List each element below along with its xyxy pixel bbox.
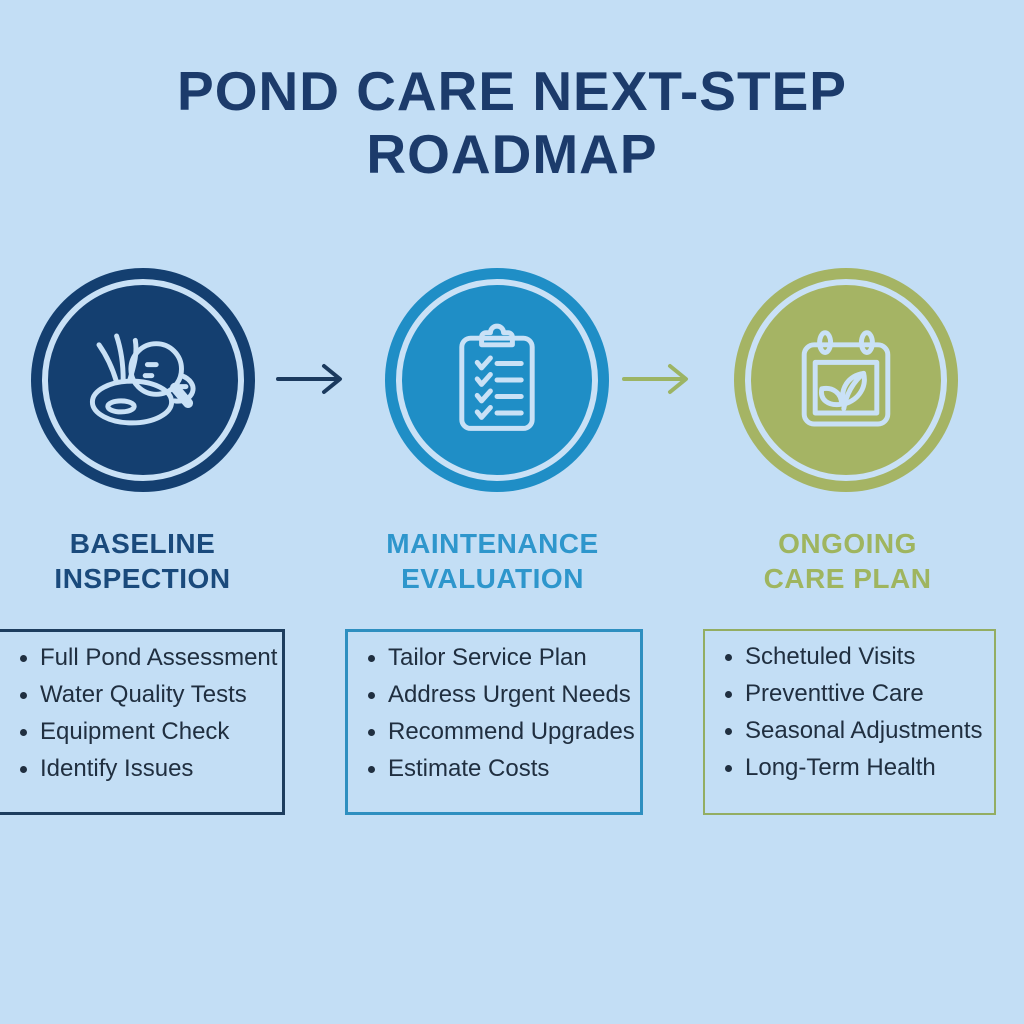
list-item: Equipment Check — [40, 720, 274, 744]
list-item: Water Quality Tests — [40, 683, 274, 707]
list-item: Tailor Service Plan — [388, 646, 632, 670]
arrow-right-icon — [622, 364, 688, 394]
list-item: Full Pond Assessment — [40, 646, 277, 670]
clipboard-checklist-icon — [459, 323, 535, 431]
circle-inner-ring — [396, 279, 598, 481]
list-item: Address Urgent Needs — [388, 683, 632, 707]
list-item: Identify Issues — [40, 757, 274, 781]
detail-box-baseline-inspection: Full Pond Assessment Water Quality Tests… — [0, 629, 285, 815]
step-circle-maintenance-evaluation — [385, 268, 609, 492]
pond-magnifier-icon — [89, 333, 196, 426]
arrow-right-icon — [276, 364, 342, 394]
step-circle-ongoing-care-plan — [734, 268, 958, 492]
step-label-ongoing-care-plan: ONGOING CARE PLAN — [763, 528, 932, 594]
list-item: Recommend Upgrades — [388, 720, 635, 744]
detail-list: Full Pond Assessment Water Quality Tests… — [0, 646, 282, 781]
step-circle-baseline-inspection — [31, 268, 255, 492]
detail-list: Tailor Service Plan Address Urgent Needs… — [348, 646, 640, 781]
detail-box-ongoing-care-plan: Schetuled Visits Preventtive Care Season… — [703, 629, 996, 815]
list-item: Schetuled Visits — [745, 645, 986, 669]
calendar-leaf-icon — [801, 330, 891, 427]
step-label-maintenance-evaluation: MAINTENANCE EVALUATION — [386, 528, 599, 594]
list-item: Seasonal Adjustments — [745, 719, 986, 743]
step-label-baseline-inspection: BASELINE INSPECTION — [54, 528, 231, 594]
list-item: Long-Term Health — [745, 756, 986, 780]
detail-list: Schetuled Visits Preventtive Care Season… — [705, 645, 994, 780]
page-title: POND CARE NEXT-STEP ROADMAP — [177, 60, 847, 185]
list-item: Estimate Costs — [388, 757, 632, 781]
circle-inner-ring — [42, 279, 244, 481]
detail-box-maintenance-evaluation: Tailor Service Plan Address Urgent Needs… — [345, 629, 643, 815]
list-item: Preventtive Care — [745, 682, 986, 706]
circle-inner-ring — [745, 279, 947, 481]
